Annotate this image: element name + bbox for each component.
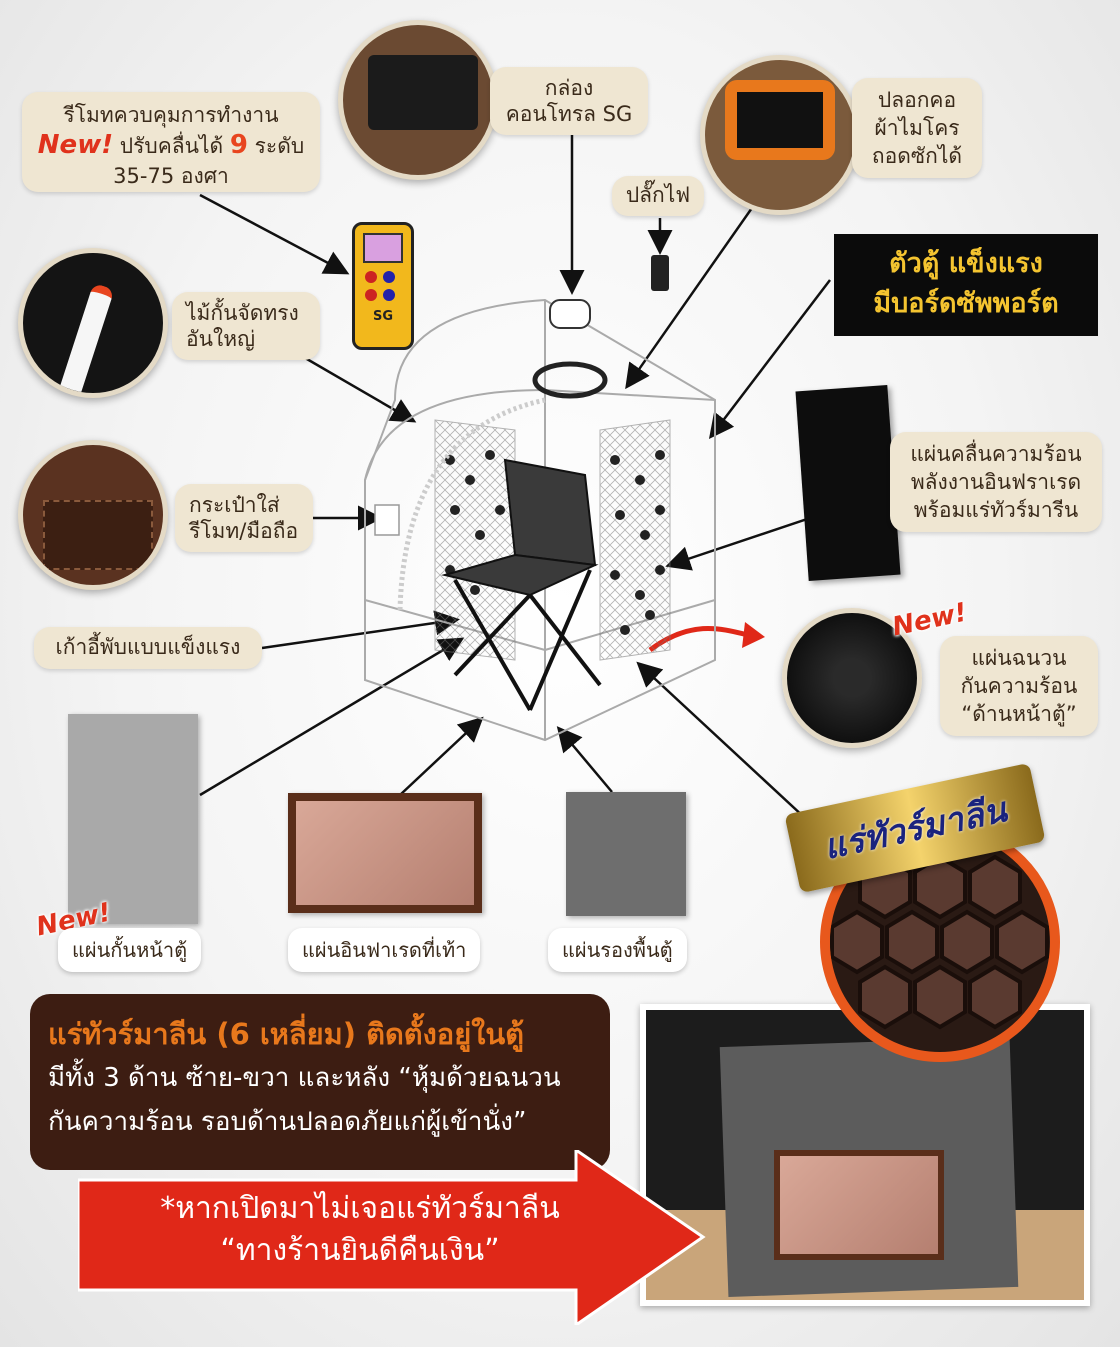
remote-button: [365, 271, 377, 283]
control-box-label-plate: [368, 55, 478, 130]
insulation-title: แผ่นฉนวน: [971, 646, 1067, 670]
pocket-title: กระเป๋าใส่: [189, 493, 280, 517]
guarantee-text: *หากเปิดมาไม่เจอแร่ทัวร์มาลีน “ทางร้านยิ…: [110, 1188, 610, 1288]
pocket-subtitle: รีโมท/มือถือ: [189, 519, 299, 543]
floor-mat-image: [566, 792, 686, 916]
remote-level-unit: ระดับ: [254, 134, 305, 158]
insulation-purpose: กันความร้อน: [960, 674, 1078, 698]
floor-mat-label: แผ่นรองพื้นตู้: [548, 928, 687, 972]
frame-support-box: ตัวตู้ แข็งแรง มีบอร์ดซัพพอร์ต: [834, 234, 1098, 336]
remote-buttons: [355, 263, 411, 309]
remote-button: [365, 289, 377, 301]
front-panel-image: [68, 714, 198, 924]
rod-subtitle: อันใหญ่: [186, 327, 255, 351]
plug-label: ปลั๊กไฟ: [625, 183, 691, 207]
remote-callout: รีโมทควบคุมการทำงาน New! ปรับคลื่นได้ 9 …: [22, 92, 320, 192]
info-box-line3: กันความร้อน รอบด้านปลอดภัยแก่ผู้เข้านั่ง…: [48, 1107, 527, 1137]
rod-photo: [18, 248, 168, 398]
infrared-panel-mineral: พร้อมแร่ทัวร์มารีน: [913, 498, 1079, 522]
info-box-title: แร่ทัวร์มาลีน (6 เหลี่ยม) ติดตั้งอยู่ในต…: [48, 1017, 525, 1051]
remote-level-line: New! ปรับคลื่นได้ 9 ระดับ: [36, 130, 306, 161]
insulation-photo: [782, 608, 922, 748]
infrared-panel-title: แผ่นคลื่นความร้อน: [910, 442, 1082, 466]
infrared-panel-callout: แผ่นคลื่นความร้อน พลังงานอินฟราเรด พร้อม…: [890, 432, 1102, 532]
collar-washable: ถอดซักได้: [871, 144, 963, 168]
remote-temp-range: 35-75 องศา: [113, 164, 229, 188]
remote-level-number: 9: [229, 130, 248, 160]
rod-title: ไม้กั้นจัดทรง: [186, 301, 299, 325]
collar-callout: ปลอกคอ ผ้าไมโคร ถอดซักได้: [852, 78, 982, 178]
guarantee-arrow: [78, 1150, 706, 1325]
control-box-callout: กล่อง คอนโทรล SG: [490, 67, 648, 135]
new-badge: New!: [37, 130, 114, 160]
infrared-panel-image: [795, 385, 901, 581]
chair-label: เก้าอี้พับแบบแข็งแรง: [55, 635, 241, 659]
collar-opening: [725, 80, 835, 160]
remote-button: [383, 271, 395, 283]
pocket-photo: [18, 440, 168, 590]
remote-screen: [363, 233, 403, 263]
remote-adjust-text: ปรับคลื่นได้: [119, 134, 224, 158]
pocket-shape: [43, 500, 153, 570]
frame-support-title: ตัวตู้ แข็งแรง: [889, 248, 1043, 279]
control-box-subtitle: คอนโทรล SG: [505, 102, 633, 126]
remote-title: รีโมทควบคุมการทำงาน: [63, 103, 279, 127]
collar-material: ผ้าไมโคร: [874, 116, 960, 140]
chair-callout: เก้าอี้พับแบบแข็งแรง: [34, 627, 262, 669]
info-box-line2: มีทั้ง 3 ด้าน ซ้าย-ขวา และหลัง “หุ้มด้วย…: [48, 1063, 561, 1093]
collar-title: ปลอกคอ: [877, 88, 957, 112]
guarantee-line2: “ทางร้านยินดีคืนเงิน”: [220, 1233, 500, 1268]
plug-callout: ปลั๊กไฟ: [612, 176, 704, 216]
rod-shape: [53, 282, 115, 393]
foot-infrared-image: [288, 793, 482, 913]
foot-infrared-label: แผ่นอินฟาเรดที่เท้า: [288, 928, 481, 972]
remote-device: SG: [352, 222, 414, 350]
sauna-cabinet-illustration: [364, 298, 716, 742]
remote-button: [383, 289, 395, 301]
collar-photo: [700, 55, 860, 215]
plug-icon: [651, 255, 669, 291]
pocket-callout: กระเป๋าใส่ รีโมท/มือถือ: [175, 484, 313, 552]
insulation-callout: แผ่นฉนวน กันความร้อน “ด้านหน้าตู้”: [940, 636, 1098, 736]
frame-support-subtitle: มีบอร์ดซัพพอร์ต: [873, 288, 1059, 319]
front-panel-label: แผ่นกั้นหน้าตู้: [58, 928, 202, 972]
rod-callout: ไม้กั้นจัดทรง อันใหญ่: [172, 292, 320, 360]
guarantee-line1: *หากเปิดมาไม่เจอแร่ทัวร์มาลีน: [160, 1191, 560, 1226]
tourmaline-info-box: แร่ทัวร์มาลีน (6 เหลี่ยม) ติดตั้งอยู่ในต…: [30, 994, 610, 1170]
infrared-panel-energy: พลังงานอินฟราเรด: [910, 470, 1082, 494]
remote-brand: SG: [372, 309, 394, 324]
control-box-photo: [338, 20, 498, 180]
interior-photo: [640, 1004, 1090, 1306]
control-box-title: กล่อง: [544, 76, 594, 100]
insulation-location: “ด้านหน้าตู้”: [961, 702, 1077, 726]
interior-foot-infrared: [774, 1150, 944, 1260]
